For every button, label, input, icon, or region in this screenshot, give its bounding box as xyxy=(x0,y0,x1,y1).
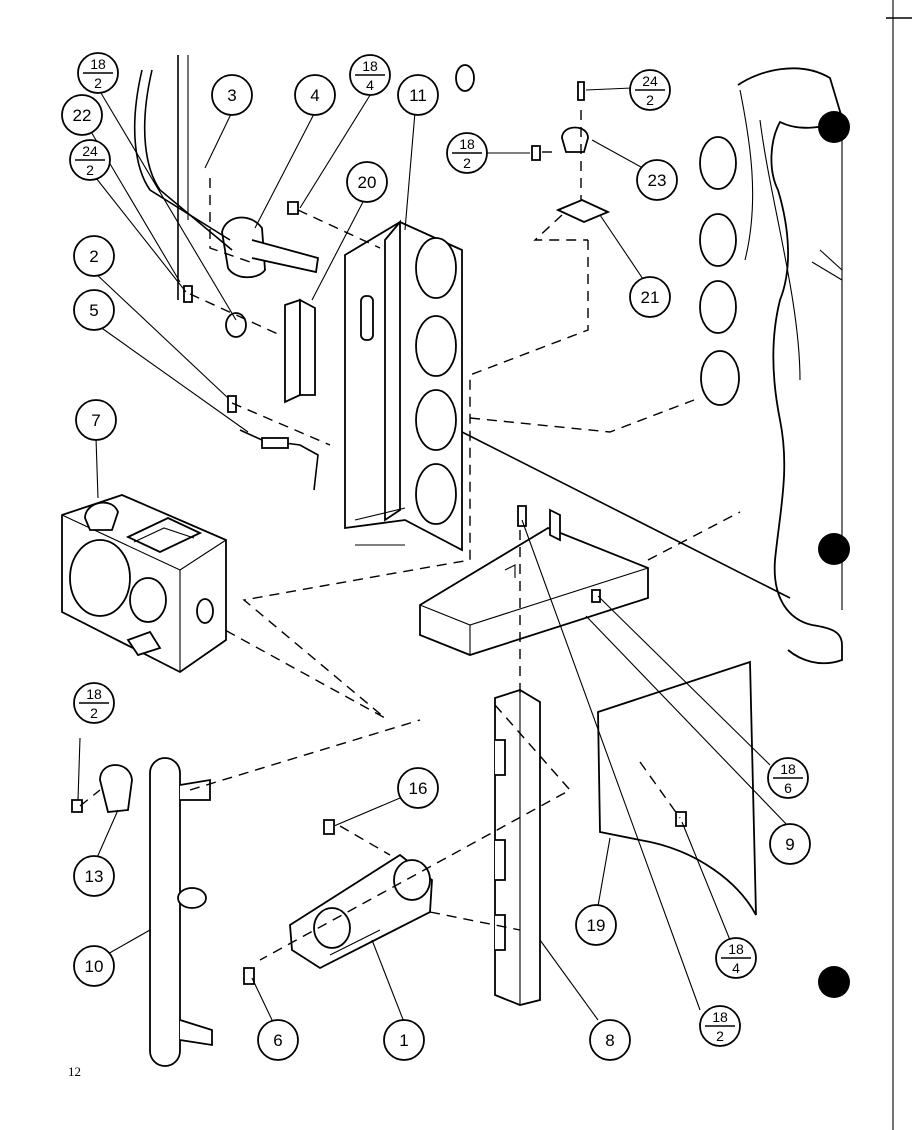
page-frame xyxy=(886,0,912,1130)
fraction-top: 18 xyxy=(90,56,106,72)
fraction-bottom: 2 xyxy=(716,1028,724,1044)
fraction-top: 18 xyxy=(780,761,796,777)
fraction-callout: 186 xyxy=(767,757,809,799)
fraction-callout: 184 xyxy=(715,937,757,979)
fraction-top: 18 xyxy=(86,686,102,702)
callout-label: 9 xyxy=(785,835,794,854)
callout-19: 19 xyxy=(575,904,617,946)
callout-label: 20 xyxy=(358,173,377,192)
callout-22: 22 xyxy=(61,94,103,136)
manifold-bracket xyxy=(344,219,463,552)
callout-13: 13 xyxy=(73,855,115,897)
callout-10: 10 xyxy=(73,945,115,987)
callout-label: 1 xyxy=(399,1031,408,1050)
fraction-callout: 242 xyxy=(629,69,671,111)
callout-9: 9 xyxy=(769,823,811,865)
callout-23: 23 xyxy=(636,159,678,201)
callout-5: 5 xyxy=(73,289,115,331)
callout-label: 4 xyxy=(310,86,319,105)
fraction-bottom: 2 xyxy=(86,162,94,178)
fraction-top: 18 xyxy=(459,136,475,152)
callout-label: 6 xyxy=(273,1031,282,1050)
callout-16: 16 xyxy=(397,767,439,809)
burner-shield xyxy=(597,660,757,916)
pipe-clip xyxy=(99,764,133,813)
callout-label: 16 xyxy=(409,779,428,798)
callout-label: 19 xyxy=(587,916,606,935)
fraction-top: 18 xyxy=(728,941,744,957)
callout-2: 2 xyxy=(73,235,115,277)
fraction-callout: 242 xyxy=(69,139,111,181)
callout-label: 5 xyxy=(89,301,98,320)
fraction-bottom: 2 xyxy=(463,155,471,171)
leader-lines xyxy=(77,87,791,1023)
shelf-bracket xyxy=(419,508,649,656)
callout-label: 10 xyxy=(85,957,104,976)
fraction-callout: 182 xyxy=(446,132,488,174)
callout-label: 7 xyxy=(91,411,100,430)
fraction-bottom: 2 xyxy=(90,705,98,721)
fraction-bottom: 4 xyxy=(732,960,740,976)
page-number: 12 xyxy=(68,1064,81,1079)
registration-dot xyxy=(818,533,850,565)
fraction-bottom: 4 xyxy=(366,77,374,93)
burner-bracket xyxy=(494,689,541,1006)
fraction-bottom: 2 xyxy=(646,92,654,108)
callout-label: 2 xyxy=(89,247,98,266)
registration-dot xyxy=(818,111,850,143)
callout-label: 21 xyxy=(641,288,660,307)
fraction-callout: 182 xyxy=(73,682,115,724)
furnace-side-panel xyxy=(737,67,844,665)
callout-label: 11 xyxy=(409,86,427,105)
callout-21: 21 xyxy=(629,276,671,318)
callout-6: 6 xyxy=(257,1019,299,1061)
mounting-edge-line xyxy=(461,431,791,599)
fraction-top: 24 xyxy=(642,73,658,89)
callout-20: 20 xyxy=(346,161,388,203)
limit-switch xyxy=(555,126,611,223)
callout-3: 3 xyxy=(211,74,253,116)
gas-manifold-pipe xyxy=(149,757,213,1067)
fraction-top: 18 xyxy=(362,58,378,74)
assembly-guide-lines xyxy=(79,110,741,961)
fraction-callout: 182 xyxy=(77,52,119,94)
fraction-bottom: 6 xyxy=(784,780,792,796)
fraction-top: 24 xyxy=(82,143,98,159)
fraction-bottom: 2 xyxy=(94,75,102,91)
callout-label: 8 xyxy=(605,1031,614,1050)
gas-valve xyxy=(61,494,227,674)
burner xyxy=(289,853,433,970)
callout-7: 7 xyxy=(75,399,117,441)
callout-1: 1 xyxy=(383,1019,425,1061)
callout-label: 13 xyxy=(85,867,104,886)
callout-label: 3 xyxy=(227,86,236,105)
callout-8: 8 xyxy=(589,1019,631,1061)
burner-openings xyxy=(455,64,740,406)
screws xyxy=(71,81,687,985)
fraction-top: 18 xyxy=(712,1009,728,1025)
callout-4: 4 xyxy=(294,74,336,116)
registration-dot xyxy=(818,966,850,998)
igniter xyxy=(239,429,319,491)
bracket-20 xyxy=(284,298,316,404)
callout-11: 11 xyxy=(397,74,439,116)
callout-label: 23 xyxy=(648,171,667,190)
callout-label: 22 xyxy=(73,106,92,125)
fraction-callout: 182 xyxy=(699,1005,741,1047)
fraction-callout: 184 xyxy=(349,54,391,96)
flame-sensor xyxy=(133,69,320,279)
